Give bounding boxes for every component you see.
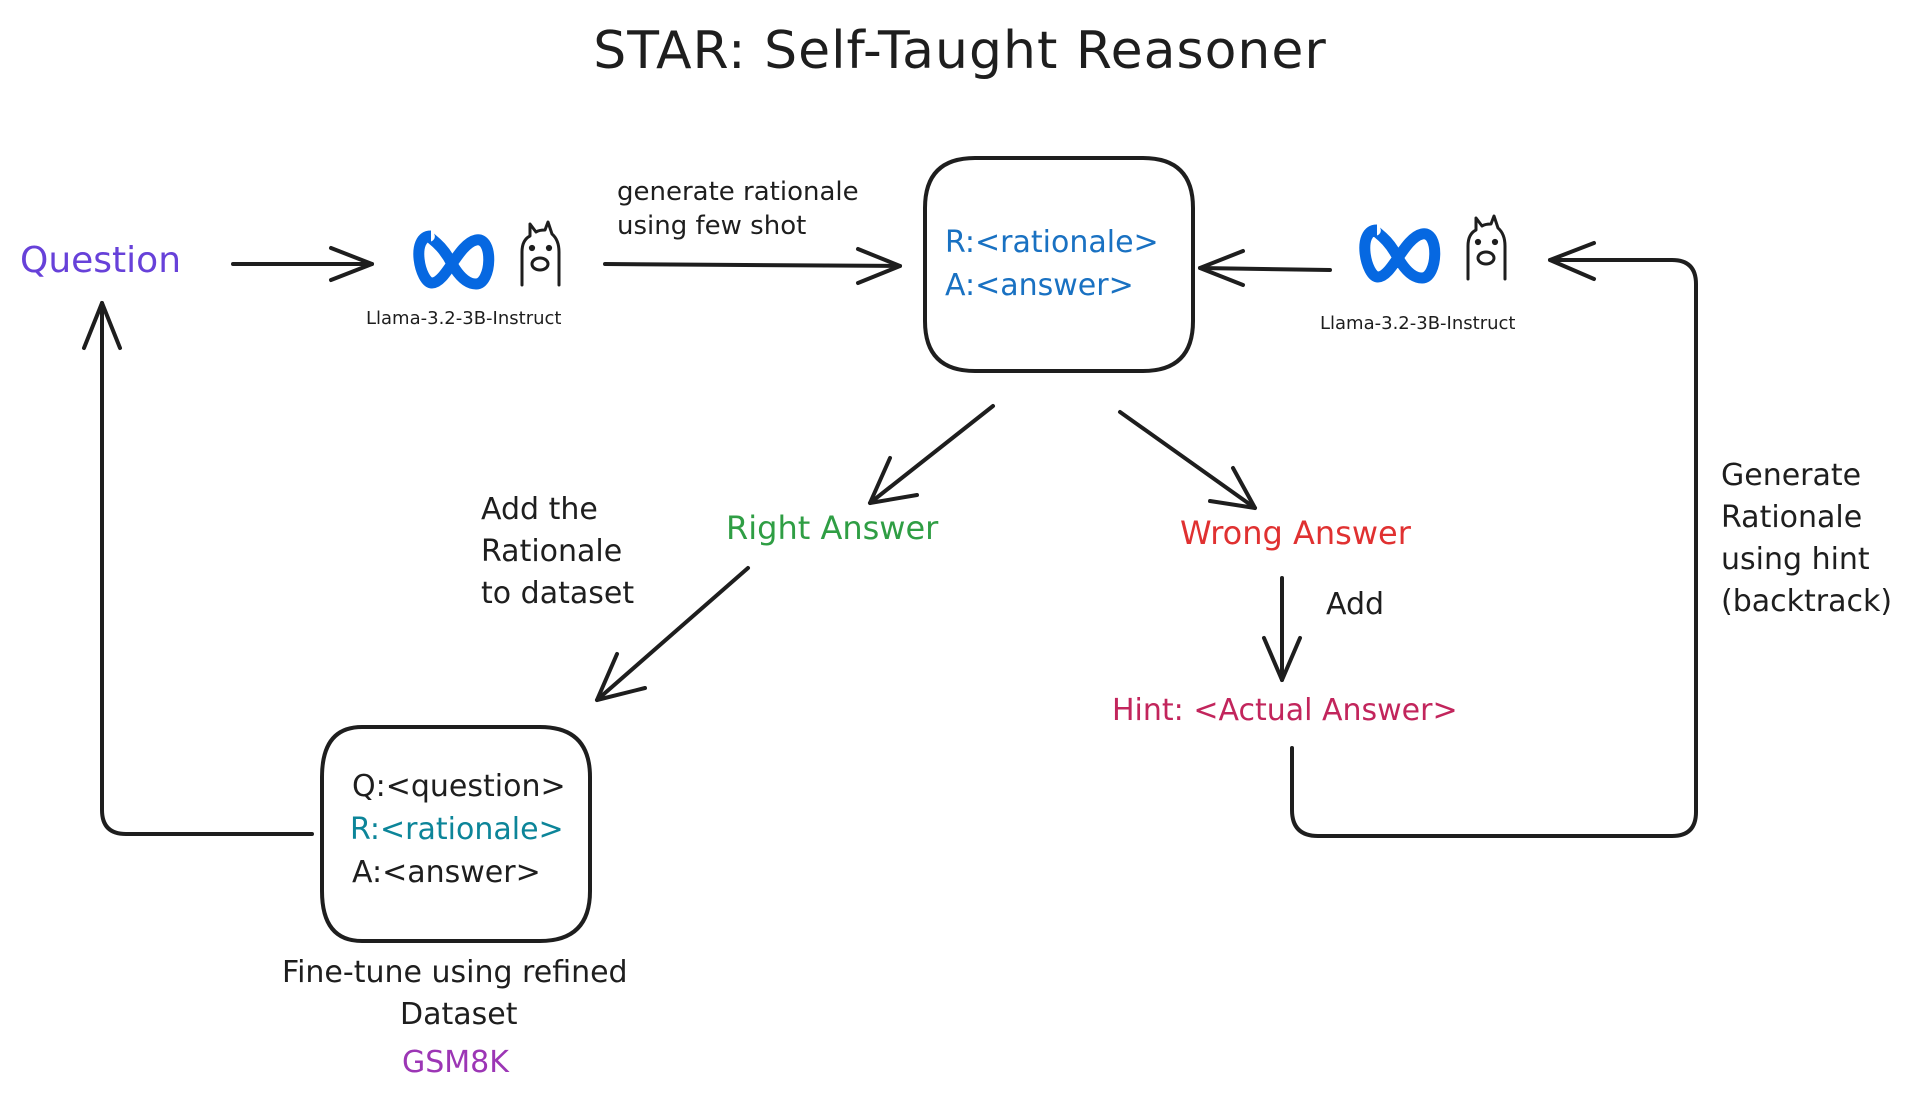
llama-icon	[520, 220, 561, 287]
wrong-answer-node: Wrong Answer	[1180, 514, 1411, 552]
edge-label-backtrack-2: Rationale	[1721, 500, 1863, 535]
dataset-name: GSM8K	[402, 1045, 509, 1080]
dataset-rationale: R:<rationale>	[350, 812, 564, 847]
dataset-question: Q:<question>	[352, 769, 566, 804]
dataset-box	[320, 725, 592, 943]
edge-label-add-rationale-2: Rationale	[481, 534, 623, 569]
hint-node: Hint: <Actual Answer>	[1112, 693, 1458, 728]
finetune-caption-2: Dataset	[400, 997, 518, 1032]
right-answer-node: Right Answer	[726, 509, 939, 547]
edge-label-generate-2: using few shot	[617, 211, 807, 241]
diagram-title: STAR: Self-Taught Reasoner	[593, 21, 1327, 81]
edge-label-add-rationale-1: Add the	[481, 492, 598, 527]
meta-logo-icon	[1359, 224, 1441, 284]
arrow-output-to-right	[868, 404, 995, 505]
edge-label-backtrack-1: Generate	[1721, 458, 1862, 493]
edge-label-backtrack-3: using hint	[1721, 542, 1870, 577]
arrow-dataset-to-question	[82, 301, 314, 836]
arrow-wrong-to-hint	[1262, 576, 1302, 682]
edge-label-add-rationale-3: to dataset	[481, 576, 635, 611]
output-answer: A:<answer>	[945, 268, 1134, 303]
arrow-right-to-dataset	[595, 566, 750, 702]
llama-icon	[1466, 214, 1507, 281]
dataset-answer: A:<answer>	[352, 855, 541, 890]
arrow-hint-loop-to-model	[1290, 241, 1698, 838]
arrow-right-model-to-output	[1198, 249, 1332, 287]
edge-label-add: Add	[1326, 587, 1385, 622]
meta-logo-icon	[413, 230, 495, 290]
arrow-question-to-model	[231, 246, 374, 282]
question-node: Question	[20, 240, 182, 281]
finetune-caption-1: Fine-tune using refined	[282, 955, 628, 990]
model-label-left: Llama-3.2-3B-Instruct	[366, 308, 562, 329]
output-rationale: R:<rationale>	[945, 225, 1159, 260]
arrow-output-to-wrong	[1118, 410, 1257, 510]
edge-label-backtrack-4: (backtrack)	[1721, 584, 1893, 619]
edge-label-generate-1: generate rationale	[617, 177, 859, 207]
arrow-model-to-output	[603, 247, 902, 285]
model-label-right: Llama-3.2-3B-Instruct	[1320, 313, 1516, 334]
output-box	[923, 156, 1195, 373]
